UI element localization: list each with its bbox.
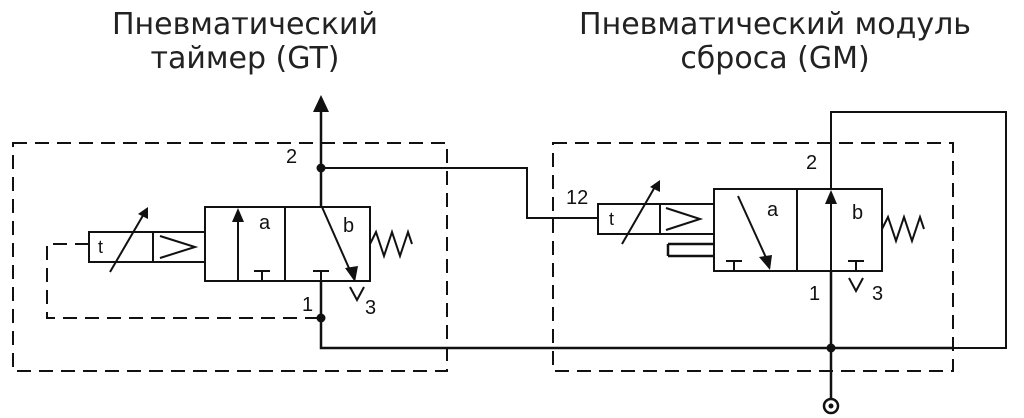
reset-module-title-line1: Пневматический модуль [579,7,971,42]
exhaust-arrow-up [313,95,329,112]
manual-override [666,242,714,258]
timer-valve-arrow-a [232,208,244,222]
gm-port-3: 3 [872,283,883,305]
timer-adjust-arrow [138,207,148,219]
reset-module-title-line2: сброса (GM) [680,41,870,76]
gm-port-1: 1 [809,283,820,305]
gm-timer-label: t [609,209,614,229]
reset-timer-actuator [597,184,715,245]
reset-valve [713,188,925,294]
gt-position-b: b [343,215,354,237]
gm-port-12: 12 [566,187,588,209]
gt-port-3: 3 [365,297,376,319]
gm-port-2: 2 [806,152,817,174]
timer-valve-arrow-b [345,266,358,282]
timer-pilot-line [46,243,321,319]
timer-title-line2: таймер (GT) [150,41,340,76]
gm-position-a: a [767,199,779,221]
gt-port-2: 2 [286,146,297,168]
reset-module-dashed-boundary [552,142,954,372]
reset-feedback-line [830,111,1007,349]
reset-adjust-arrow [650,180,660,192]
timer-title: Пневматический таймер (GT) [60,8,430,76]
timer-title-line1: Пневматический [111,7,379,42]
gt-timer-label: t [98,237,103,257]
gt-port-1: 1 [302,294,313,316]
pressure-source-dot [828,403,834,409]
reset-module-title: Пневматический модуль сброса (GM) [560,8,990,76]
signal-line-2-to-12 [321,167,598,219]
gt-position-a: a [259,212,271,234]
pressure-source-icon [822,397,840,415]
supply-line [319,281,953,350]
reset-valve-arrow-b [825,190,837,204]
gm-position-b: b [852,202,863,224]
supply-junction [826,343,836,353]
reset-valve-arrow-a [759,255,772,270]
timer-dashed-boundary [12,142,448,372]
timer-actuator [88,211,206,273]
